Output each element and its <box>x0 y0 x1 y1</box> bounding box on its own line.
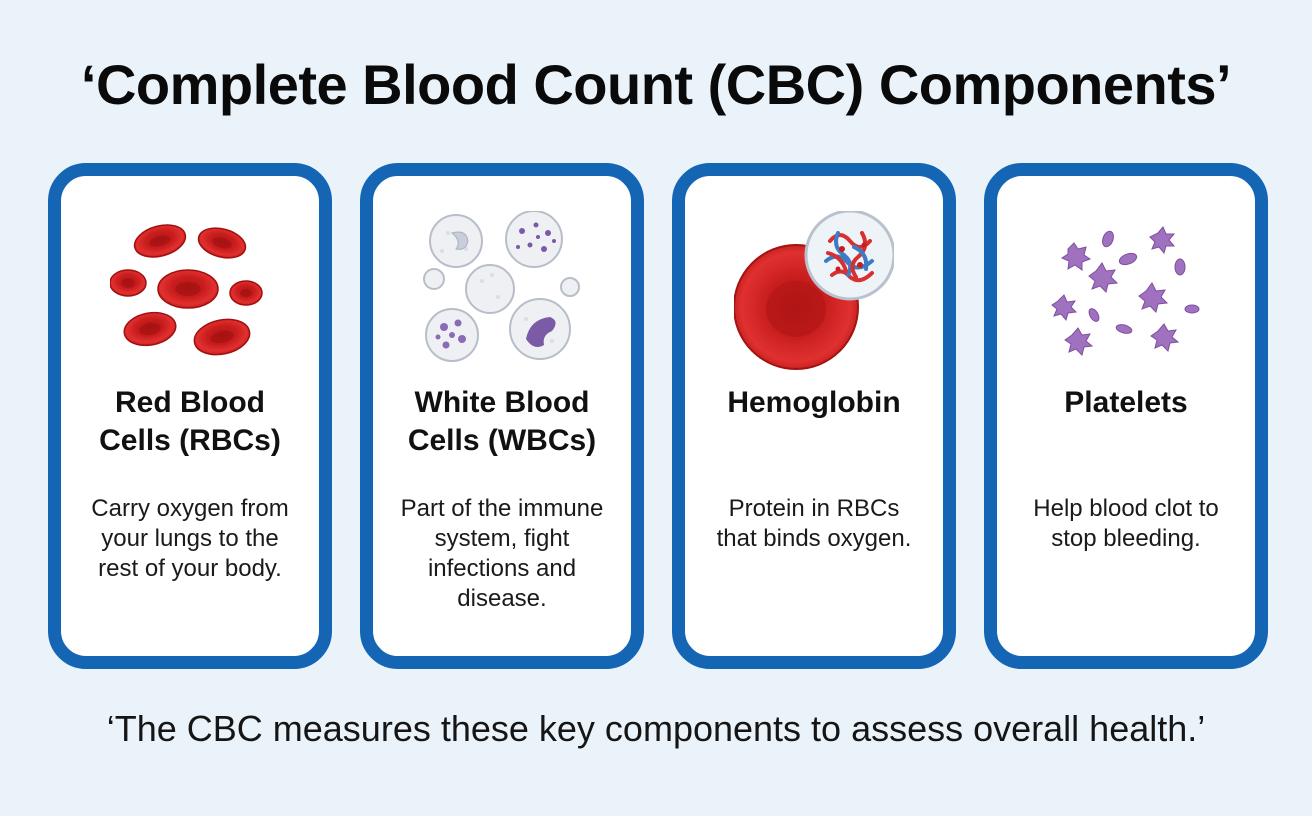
card-title-line1: Hemoglobin <box>727 386 901 419</box>
card-title: Red Blood Cells (RBCs) <box>61 384 319 460</box>
platelets-icon <box>1046 211 1206 371</box>
card-description: Help blood clot to stop bleeding. <box>1033 495 1219 552</box>
footer-caption: ‘The CBC measures these key components t… <box>106 708 1206 749</box>
white-blood-cells-icon <box>422 211 582 371</box>
card-title-line1: Platelets <box>1064 386 1188 419</box>
red-blood-cells-icon <box>110 211 270 371</box>
card-hemoglobin: Hemoglobin Protein in RBCs that binds ox… <box>672 163 956 669</box>
hemoglobin-icon <box>734 211 894 371</box>
card-row: Red Blood Cells (RBCs) Carry oxygen from… <box>48 163 1268 669</box>
card-description: Part of the immune system, fight infecti… <box>400 495 604 612</box>
card-title-line2: Cells (RBCs) <box>99 424 281 457</box>
card-title: Platelets <box>997 384 1255 422</box>
card-red-blood-cells: Red Blood Cells (RBCs) Carry oxygen from… <box>48 163 332 669</box>
card-description: Carry oxygen from your lungs to the rest… <box>91 495 289 582</box>
card-title: Hemoglobin <box>685 384 943 422</box>
card-white-blood-cells: White Blood Cells (WBCs) Part of the imm… <box>360 163 644 669</box>
card-title-line1: Red Blood <box>115 386 265 419</box>
card-title-line1: White Blood <box>414 386 590 419</box>
card-title-line2: Cells (WBCs) <box>407 424 597 457</box>
card-description: Protein in RBCs that binds oxygen. <box>716 495 912 552</box>
card-title: White Blood Cells (WBCs) <box>373 384 631 460</box>
page-title: ‘Complete Blood Count (CBC) Components’ <box>80 53 1232 116</box>
card-platelets: Platelets Help blood clot to stop bleedi… <box>984 163 1268 669</box>
